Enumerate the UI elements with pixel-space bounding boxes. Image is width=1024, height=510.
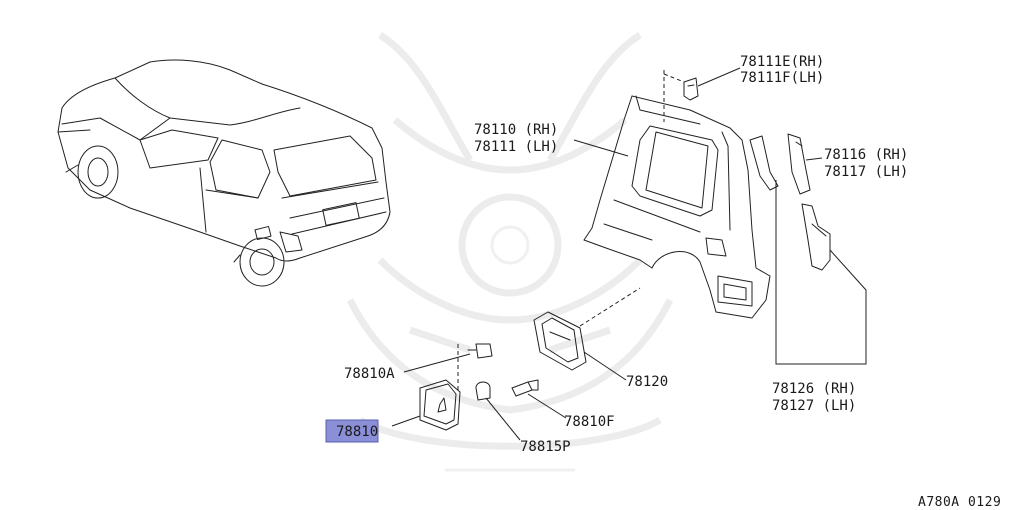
- leader-78810a: [403, 353, 471, 373]
- label-78815p[interactable]: 78815P: [520, 439, 571, 455]
- leader-78120: [583, 351, 627, 381]
- screw-78810a: [467, 343, 493, 359]
- leader-78110: [573, 139, 629, 157]
- diagram-code: A780A 0129: [918, 495, 1001, 510]
- label-78126-rh[interactable]: 78126 (RH): [772, 381, 856, 397]
- dash-78120: [579, 287, 641, 327]
- filler-housing-78120: [533, 311, 587, 371]
- label-78810f[interactable]: 78810F: [564, 414, 615, 430]
- pillar-78116: [749, 133, 811, 195]
- label-78810[interactable]: 78810: [336, 424, 378, 440]
- label-78117-lh[interactable]: 78117 (LH): [824, 164, 908, 180]
- rear-quarter-panel: [583, 95, 771, 319]
- leader-78111e: [697, 67, 741, 87]
- bracket-78111e: [683, 77, 699, 101]
- leader-78810: [391, 415, 421, 427]
- label-78110-rh[interactable]: 78110 (RH): [474, 122, 558, 138]
- fuel-lid-78810: [419, 379, 461, 431]
- label-78810a[interactable]: 78810A: [344, 366, 395, 382]
- brace-78126: [801, 203, 831, 271]
- label-78116-rh[interactable]: 78116 (RH): [824, 147, 908, 163]
- label-78111f-lh[interactable]: 78111F(LH): [740, 70, 824, 86]
- leader-78810f: [527, 393, 567, 419]
- label-78127-lh[interactable]: 78127 (LH): [772, 398, 856, 414]
- label-78111-lh[interactable]: 78111 (LH): [474, 139, 558, 155]
- car-illustration: [57, 59, 391, 287]
- selected-part-highlight: [325, 419, 379, 443]
- stopper-78810f: [511, 379, 539, 397]
- dash-78111e-b: [663, 73, 685, 83]
- label-78111e-rh[interactable]: 78111E(RH): [740, 54, 824, 70]
- leader-78126: [775, 180, 867, 365]
- stopper-78815p: [475, 381, 491, 401]
- leader-78815p: [485, 397, 521, 441]
- watermark-emblem: [346, 32, 674, 472]
- label-78120[interactable]: 78120: [626, 374, 668, 390]
- leader-78116: [805, 157, 823, 161]
